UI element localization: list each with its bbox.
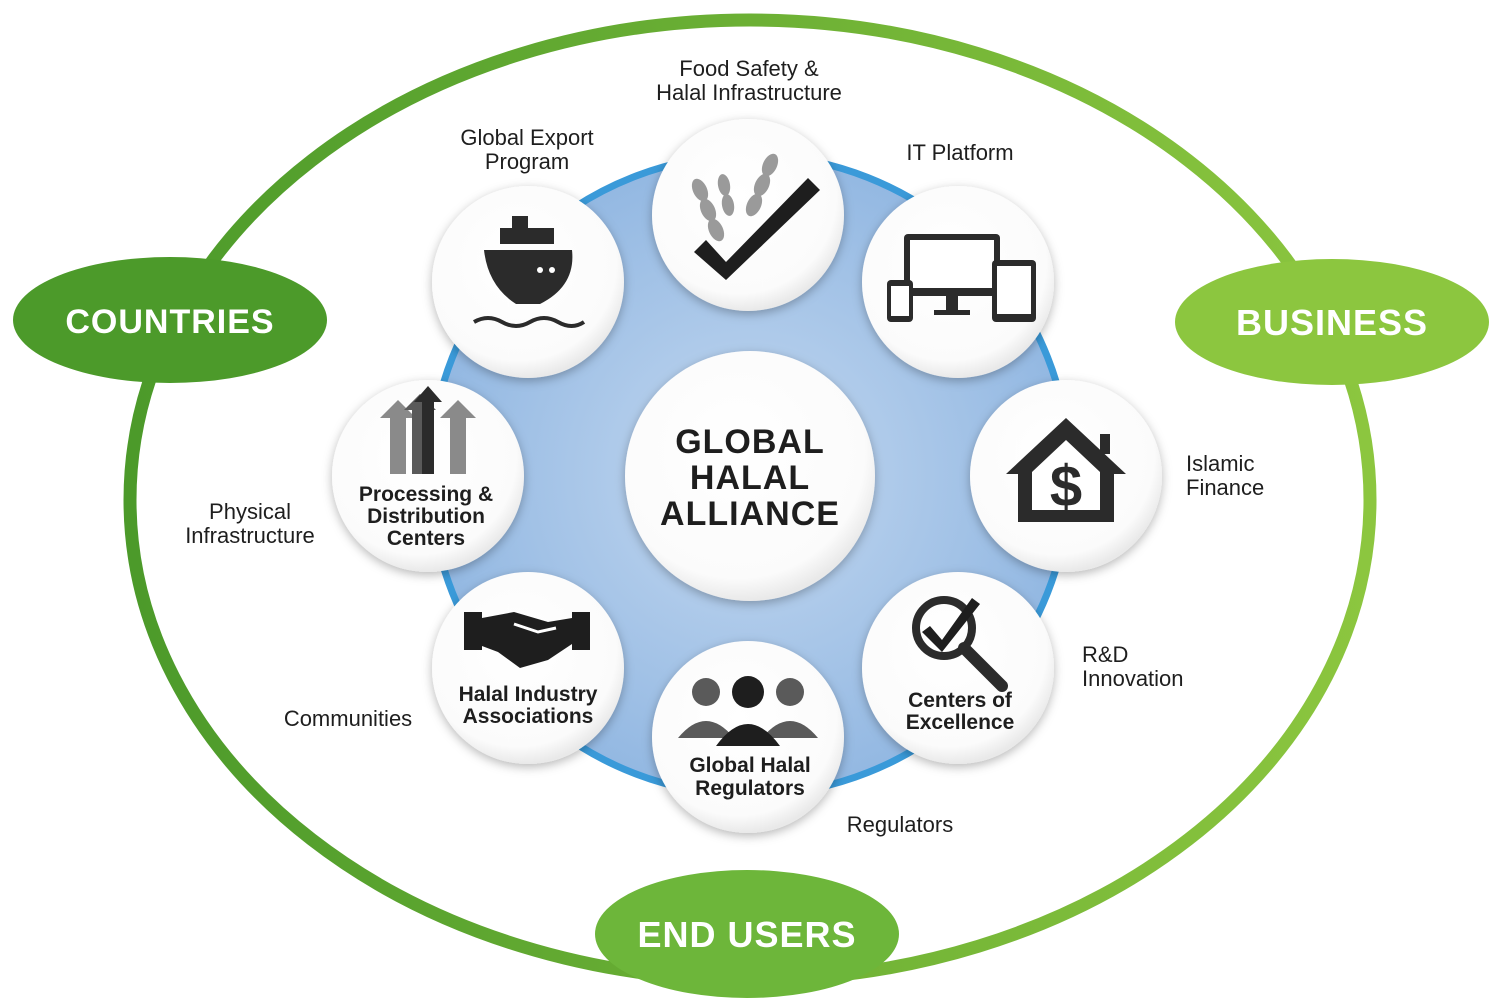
regulators-outer-label: Regulators xyxy=(847,812,953,837)
processing-label-line3: Centers xyxy=(387,527,465,550)
processing-label-line2: Distribution xyxy=(367,505,485,528)
countries-label: COUNTRIES xyxy=(65,303,274,341)
devices-icon xyxy=(887,234,1036,322)
centers-label-line2: Excellence xyxy=(906,711,1015,734)
svg-text:$: $ xyxy=(1050,454,1082,519)
business-pill: BUSINESS xyxy=(1175,259,1489,385)
rd-innovation-label-line1: R&D xyxy=(1082,642,1128,667)
physical-infrastructure-label-line1: Physical xyxy=(209,499,291,524)
node-processing-distribution: Processing & Distribution Centers xyxy=(332,380,524,572)
food-safety-label-line1: Food Safety & xyxy=(679,56,819,81)
end-users-pill: END USERS xyxy=(595,870,899,998)
node-centers-of-excellence: Centers of Excellence xyxy=(862,572,1054,764)
node-halal-industry-associations: Halal Industry Associations xyxy=(432,572,624,764)
regulators-label-line1: Global Halal xyxy=(689,754,810,777)
magnifier-check-icon xyxy=(912,596,1008,692)
islamic-finance-label-line1: Islamic xyxy=(1186,451,1254,476)
physical-infrastructure-label-line2: Infrastructure xyxy=(185,523,315,548)
regulators-label-line2: Regulators xyxy=(695,777,805,800)
global-export-label-line1: Global Export xyxy=(460,125,593,150)
node-it-platform xyxy=(862,186,1054,378)
business-label: BUSINESS xyxy=(1236,302,1428,343)
arrows-up-icon xyxy=(380,386,476,474)
center-node: GLOBAL HALAL ALLIANCE xyxy=(625,351,875,601)
ship-icon xyxy=(473,216,586,328)
center-title-line3: ALLIANCE xyxy=(660,495,840,533)
end-users-label: END USERS xyxy=(637,914,856,955)
associations-label-line2: Associations xyxy=(463,705,594,728)
processing-label-line1: Processing & xyxy=(359,483,493,506)
rd-innovation-label-line2: Innovation xyxy=(1082,666,1184,691)
node-global-halal-regulators: Global Halal Regulators xyxy=(652,641,844,833)
wheat-check-icon xyxy=(691,153,820,280)
handshake-icon xyxy=(464,612,590,668)
house-dollar-icon: $ xyxy=(1006,418,1126,522)
it-platform-label: IT Platform xyxy=(906,140,1013,165)
global-export-label-line2: Program xyxy=(485,149,569,174)
node-global-export xyxy=(432,186,624,378)
food-safety-label-line2: Halal Infrastructure xyxy=(656,80,842,105)
associations-label-line1: Halal Industry xyxy=(459,683,598,706)
countries-pill: COUNTRIES xyxy=(13,257,327,383)
center-title-line1: GLOBAL xyxy=(675,423,825,461)
islamic-finance-label-line2: Finance xyxy=(1186,475,1264,500)
node-food-safety xyxy=(652,119,844,311)
people-icon xyxy=(678,676,818,746)
communities-label: Communities xyxy=(284,706,412,731)
center-title-line2: HALAL xyxy=(690,459,810,497)
centers-label-line1: Centers of xyxy=(908,689,1013,712)
node-islamic-finance: $ xyxy=(970,380,1162,572)
